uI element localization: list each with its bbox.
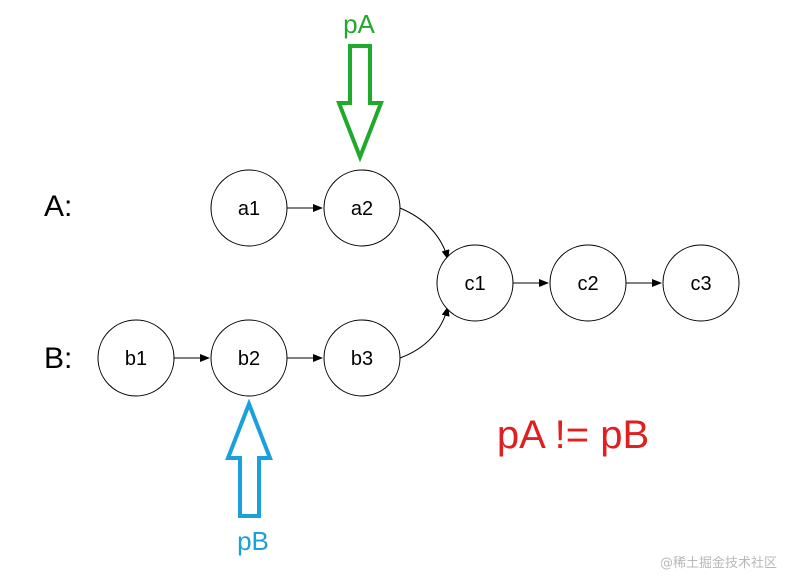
node-c1-label: c1 xyxy=(464,273,485,295)
node-c1-circle xyxy=(436,244,514,322)
node-b2-label: b2 xyxy=(238,348,260,370)
pointer-pa-label: pA xyxy=(343,9,375,39)
node-a1-circle xyxy=(210,169,288,247)
node-c1: c1 xyxy=(436,244,514,322)
node-c2-circle xyxy=(549,244,627,322)
node-a2-label: a2 xyxy=(351,198,373,220)
node-a2-circle xyxy=(323,169,401,247)
condition-text: pA != pB xyxy=(497,413,649,457)
pointer-pb: pB xyxy=(225,398,273,556)
node-a2: a2 xyxy=(323,169,401,247)
pointer-pa: pA xyxy=(336,9,384,163)
up-arrow-icon xyxy=(225,398,273,518)
watermark: @稀土掘金技术社区 xyxy=(660,555,777,571)
node-b3: b3 xyxy=(323,319,401,397)
node-b3-label: b3 xyxy=(351,348,373,370)
node-b2: b2 xyxy=(210,319,288,397)
edges xyxy=(174,204,662,362)
node-a1-label: a1 xyxy=(238,198,260,220)
node-c2: c2 xyxy=(549,244,627,322)
node-b1-circle xyxy=(97,319,175,397)
down-arrow-icon xyxy=(336,44,384,163)
node-a1: a1 xyxy=(210,169,288,247)
pointer-pb-label: pB xyxy=(237,526,269,556)
node-c2-label: c2 xyxy=(577,273,598,295)
node-c3-label: c3 xyxy=(690,273,711,295)
node-c3-circle xyxy=(662,244,740,322)
node-b2-circle xyxy=(210,319,288,397)
edge-a2-c1 xyxy=(399,207,450,260)
node-b1: b1 xyxy=(97,319,175,397)
node-c3: c3 xyxy=(662,244,740,322)
list-b-label: B: xyxy=(44,342,72,375)
node-b1-label: b1 xyxy=(125,348,147,370)
edge-b3-c1 xyxy=(399,306,450,359)
node-b3-circle xyxy=(323,319,401,397)
list-a-label: A: xyxy=(44,190,72,223)
